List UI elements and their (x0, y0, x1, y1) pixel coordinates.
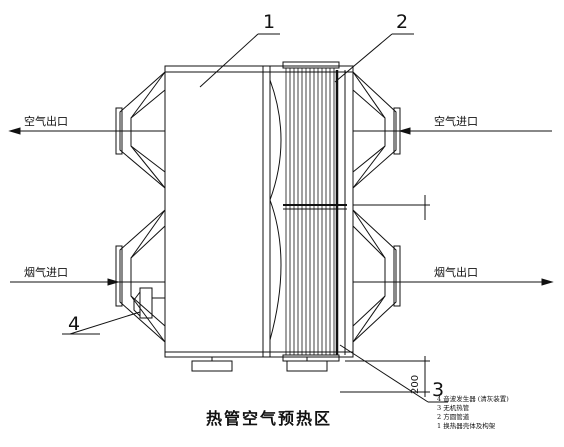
casing-outline (164, 65, 354, 358)
callout-number-1: 1 (263, 11, 276, 33)
air-inlet-label: 空气进口 (434, 115, 478, 128)
sound-wave-generator (139, 287, 153, 319)
legend-item: 3 无机热管 (437, 404, 470, 412)
legend-item: 1 换热器壳体及构架 (437, 422, 496, 430)
heat-pipe-bundle (285, 68, 335, 355)
air-outlet-label: 空气出口 (24, 115, 68, 128)
parts-legend: 4 音波发生器 (清灰装置) 3 无机热管 2 方圆管道 1 换热器壳体及构架 (437, 395, 509, 431)
callout-number-3: 3 (432, 379, 445, 401)
legend-item: 4 音波发生器 (清灰装置) (437, 395, 509, 403)
callout-number-2: 2 (396, 11, 409, 33)
callout-number-4: 4 (68, 313, 81, 335)
drawing-title: 热管空气预热区 (206, 409, 333, 428)
flue-gas-inlet-label: 烟气进口 (24, 266, 68, 279)
dimension-200: 200 (410, 374, 421, 394)
legend-item: 2 方圆管道 (437, 413, 470, 421)
flue-gas-outlet-label: 烟气出口 (434, 266, 478, 279)
